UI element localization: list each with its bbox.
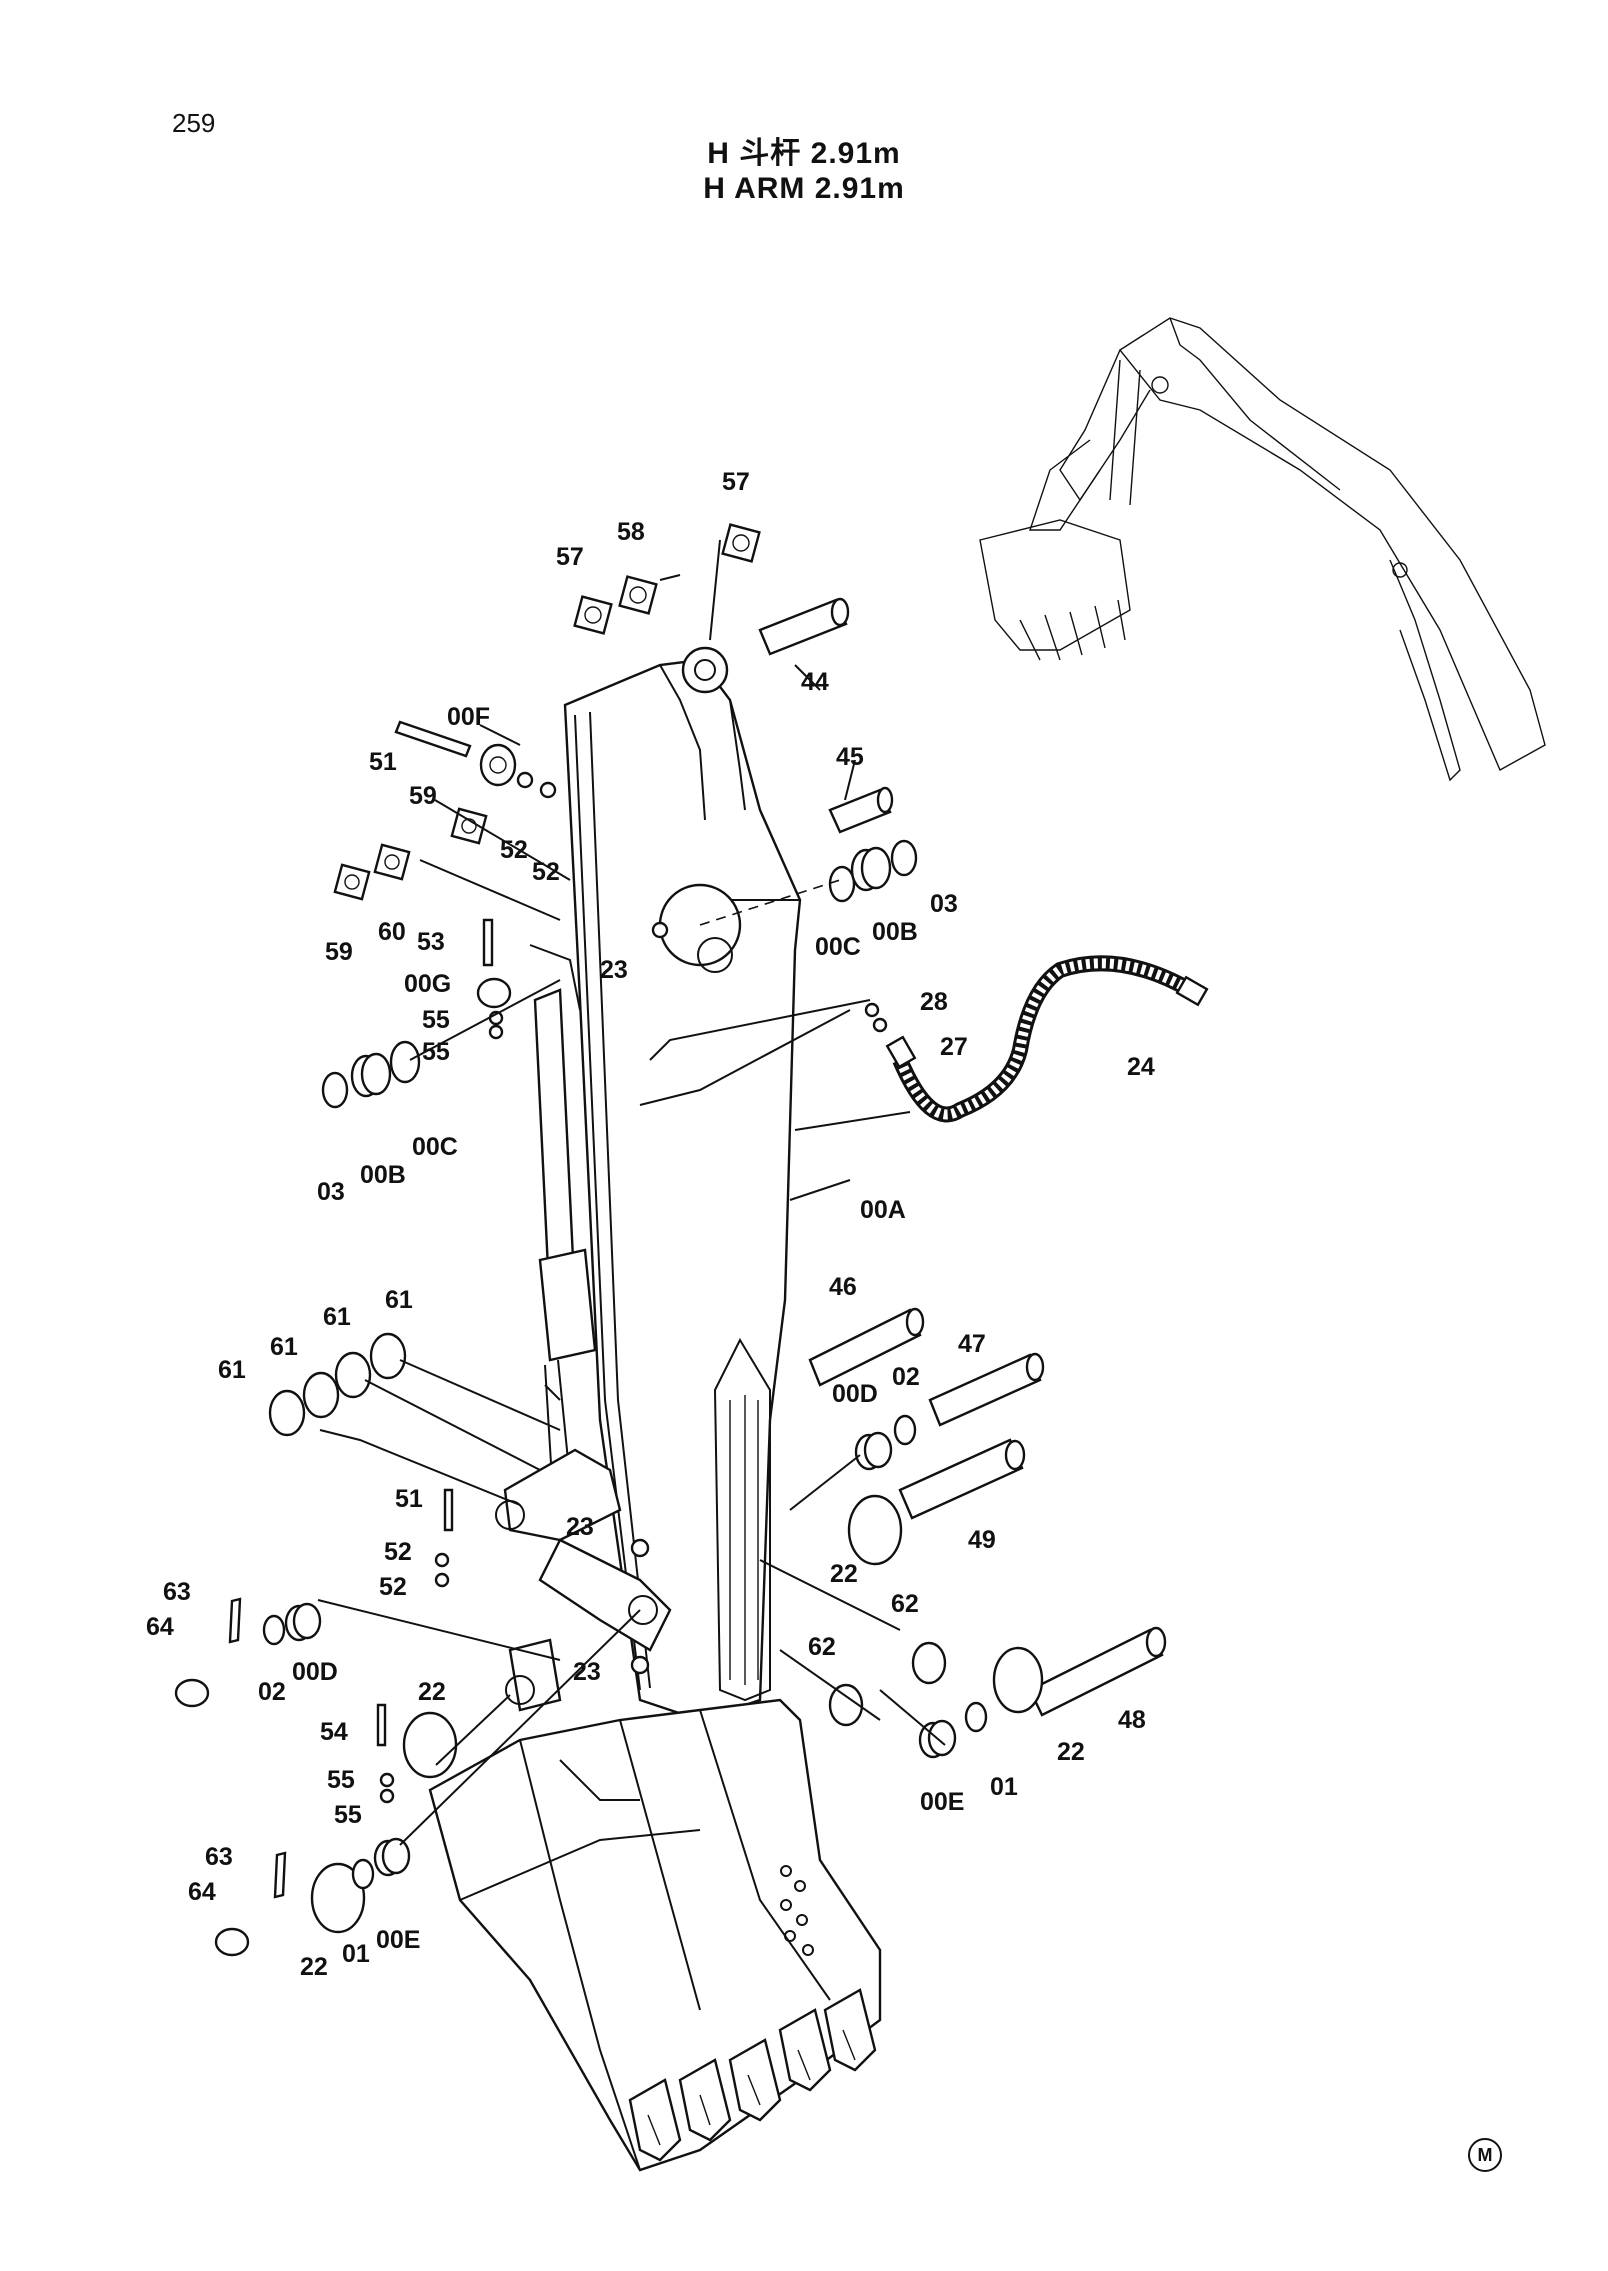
callout-62: 62	[808, 1633, 836, 1661]
callout-22: 22	[830, 1560, 858, 1588]
circled-m-mark: M	[1468, 2138, 1502, 2172]
callout-61: 61	[218, 1356, 246, 1384]
callout-58: 58	[617, 518, 645, 546]
callout-02: 02	[258, 1678, 286, 1706]
title-chinese: H 斗杆 2.91m	[707, 137, 901, 170]
callout-55: 55	[334, 1801, 362, 1829]
callout-23: 23	[573, 1658, 601, 1686]
callout-28: 28	[920, 988, 948, 1016]
callout-51: 51	[395, 1485, 423, 1513]
callout-23: 23	[566, 1513, 594, 1541]
callout-62: 62	[891, 1590, 919, 1618]
callout-63: 63	[205, 1843, 233, 1871]
callout-24: 24	[1127, 1053, 1155, 1081]
callout-61: 61	[385, 1286, 413, 1314]
title-english: H ARM 2.91m	[703, 172, 905, 205]
callout-00D: 00D	[292, 1658, 338, 1686]
callout-00C: 00C	[815, 933, 861, 961]
callout-22: 22	[300, 1953, 328, 1981]
callout-55: 55	[422, 1038, 450, 1066]
callout-00G: 00G	[404, 970, 451, 998]
callout-52: 52	[500, 836, 528, 864]
callout-57: 57	[722, 468, 750, 496]
callout-52: 52	[384, 1538, 412, 1566]
callout-23: 23	[600, 956, 628, 984]
callout-27: 27	[940, 1033, 968, 1061]
callout-63: 63	[163, 1578, 191, 1606]
callout-00D: 00D	[832, 1380, 878, 1408]
callout-00A: 00A	[860, 1196, 906, 1224]
callout-03: 03	[317, 1178, 345, 1206]
small-parts	[174, 523, 1044, 1957]
callout-61: 61	[270, 1333, 298, 1361]
callout-61: 61	[323, 1303, 351, 1331]
callout-64: 64	[188, 1878, 216, 1906]
callout-45: 45	[836, 743, 864, 771]
callout-22: 22	[1057, 1738, 1085, 1766]
callout-01: 01	[990, 1773, 1018, 1801]
callout-59: 59	[325, 938, 353, 966]
callout-00B: 00B	[360, 1161, 406, 1189]
callout-57: 57	[556, 543, 584, 571]
pins	[758, 597, 1167, 1717]
callout-49: 49	[968, 1526, 996, 1554]
callout-60: 60	[378, 918, 406, 946]
callout-00E: 00E	[376, 1926, 420, 1954]
bucket	[428, 1698, 882, 2172]
callout-22: 22	[418, 1678, 446, 1706]
callout-51: 51	[369, 748, 397, 776]
callout-00C: 00C	[412, 1133, 458, 1161]
callout-03: 03	[930, 890, 958, 918]
page-number: 259	[172, 108, 216, 138]
callout-00E: 00E	[920, 1788, 964, 1816]
callout-52: 52	[379, 1573, 407, 1601]
callout-53: 53	[417, 928, 445, 956]
callout-48: 48	[1118, 1706, 1146, 1734]
callout-55: 55	[422, 1006, 450, 1034]
callout-02: 02	[892, 1363, 920, 1391]
hydraulic-hose-24	[864, 955, 1209, 1123]
link-assembly	[495, 1448, 672, 1712]
callout-00B: 00B	[872, 918, 918, 946]
callout-00F: 00F	[447, 703, 490, 731]
callout-54: 54	[320, 1718, 348, 1746]
callout-64: 64	[146, 1613, 174, 1641]
callout-55: 55	[327, 1766, 355, 1794]
machine-overview-inset	[979, 317, 1546, 782]
callout-labels: 57 58 57 44 00F 51 52 52 59 59 60 45 00C…	[146, 468, 1155, 1981]
callout-01: 01	[342, 1940, 370, 1968]
callout-46: 46	[829, 1273, 857, 1301]
bucket-cylinder	[533, 988, 597, 1481]
callout-47: 47	[958, 1330, 986, 1358]
callout-52: 52	[532, 858, 560, 886]
callout-59: 59	[409, 782, 437, 810]
callout-44: 44	[801, 668, 829, 696]
leader-lines	[317, 539, 946, 1846]
